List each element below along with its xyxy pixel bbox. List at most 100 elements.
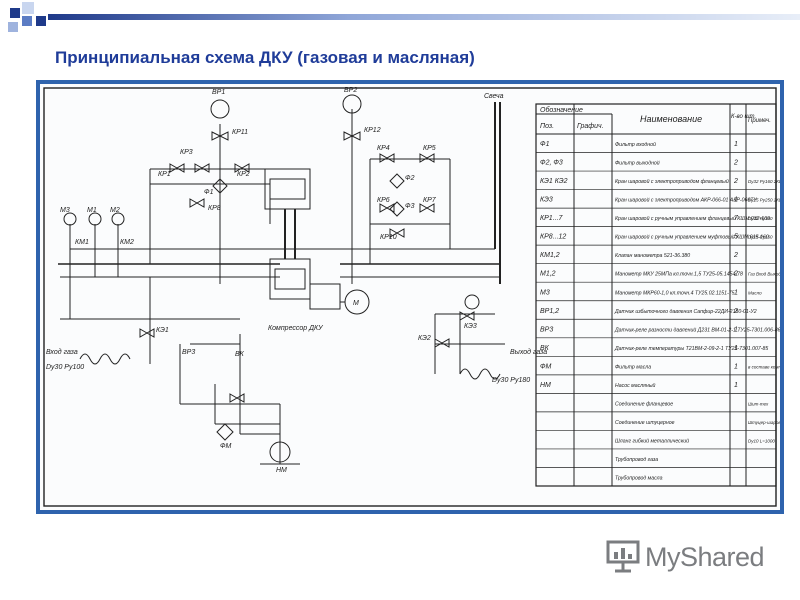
label-gas-in-spec: Dу30 Ру100 [46,364,84,371]
label-kp10: КР10 [380,234,397,241]
table-cell-pos: ВР3 [540,326,553,333]
table-cell-name: Фильтр входной [615,141,656,148]
table-cell-qty: 2 [733,160,738,167]
label-kp7: КР7 [423,197,437,204]
table-cell-name: Датчик избыточного давления Сапфир-22ДИ-… [614,309,757,315]
table-cell-name: Шланг гибкий металлический [615,437,689,444]
table-cell-pos: М1,2 [540,271,556,278]
label-ke3: КЭ3 [464,323,477,330]
presentation-board-icon [606,540,640,573]
table-header-graph: Графич. [577,123,604,130]
label-bp3: ВР3 [182,349,195,356]
table-cell-name: Соединение штуцерное [615,420,675,426]
table-cell-pos: КР8...12 [540,234,566,241]
table-cell-qty: 2 [733,271,738,278]
schematic-drawing: ВР1 ВР2 Свеча КР11 КР12 КР1 КР2 КР3 КР8 … [43,87,780,507]
label-km1: КМ1 [75,239,89,246]
table-cell-pos: КЭ1 КЭ2 [540,178,568,185]
table-cell-pos: Ф2, Ф3 [540,160,563,167]
label-nm: НМ [276,467,287,474]
table-cell-qty: 1 [734,382,738,389]
label-bk: ВК [235,351,245,358]
table-cell-qty: 5 [734,234,738,241]
table-cell-name: Фильтр масла [615,364,651,370]
table-cell-name: Трубопровод газа [615,457,658,463]
label-f2: Ф2 [405,175,415,182]
label-kp2: КР2 [237,171,250,178]
label-kp5: КР5 [423,145,436,152]
table-cell-pos: КЭ3 [540,197,553,204]
table-header-pos: Поз. [540,123,554,130]
table-cell-name: Манометр МКР60-1,0 кл.точн.4 ТУ25.02.115… [615,290,735,296]
label-kp1: КР1 [158,171,171,178]
label-kp12: КР12 [364,127,381,134]
label-m1: М1 [87,207,97,214]
table-cell-pos: М3 [540,289,550,296]
label-ke2: КЭ2 [418,335,431,342]
table-cell-name: Кран шаровой с ручным управлением фланце… [615,215,770,222]
table-cell-note: Dу32 Ру160 2КВ [748,179,780,184]
table-cell-qty: 7 [734,215,739,222]
table-cell-qty: 1 [734,363,738,370]
table-cell-name: Насос масляный [615,382,656,389]
label-f1: Ф1 [204,189,214,196]
label-gas-in: Вход газа [46,348,78,356]
diagram-frame: ВР1 ВР2 Свеча КР11 КР12 КР1 КР2 КР3 КР8 … [36,80,784,514]
table-cell-pos: НМ [540,382,551,389]
table-cell-note: в составе компрессора [748,364,780,369]
label-m2: М2 [110,207,120,214]
label-motor: М [353,300,359,307]
table-header-designation: Обозначение [540,106,583,114]
label-compressor: Компрессор ДКУ [268,325,324,332]
table-cell-qty: 2 [733,178,738,185]
label-kp4: КР4 [377,145,390,152]
label-ke1: КЭ1 [156,327,169,334]
table-cell-pos: ВР1,2 [540,308,559,315]
table-header-qty: К-во шт. [731,114,756,120]
table-cell-qty: 1 [734,345,738,352]
table-cell-pos: КР1...7 [540,215,564,222]
schematic-sheet: ВР1 ВР2 Свеча КР11 КР12 КР1 КР2 КР3 КР8 … [40,84,780,510]
table-header-name: Наименование [640,114,702,124]
label-svecha: Свеча [484,93,504,100]
label-kp6: КР6 [377,197,390,204]
table-cell-pos: ВК [540,345,550,352]
label-f3: Ф3 [405,203,415,210]
label-kp11: КР11 [232,129,248,136]
slide-title: Принципиальная схема ДКУ (газовая и масл… [55,48,475,67]
corner-squares-decoration [8,2,46,32]
table-cell-name: Фильтр выходной [615,160,660,167]
table-header-note: Примеч. [748,118,771,124]
label-kp8: КР8 [208,205,221,212]
header-rule [48,14,800,20]
label-bp2: ВР2 [344,87,357,94]
table-cell-pos: КМ1,2 [540,252,560,259]
table-cell-note: Штуцер-шаровой [748,419,780,425]
table-cell-pos: ФМ [540,363,551,370]
table-cell-note: Масло [748,290,762,295]
table-cell-note: Dу32 Ру160 [748,216,773,221]
myshared-logo: MyShared [605,536,775,576]
label-km2: КМ2 [120,239,134,246]
table-cell-qty: 1 [734,141,738,148]
table-cell-name: Кран шаровой с ручным управлением муфтов… [615,234,769,241]
table-cell-qty: 2 [733,252,738,259]
table-cell-name: Датчик-реле температуры Т21ВМ-2-09-2-1 Т… [614,346,768,352]
label-bp1: ВР1 [212,89,225,96]
table-cell-name: Кран шаровой с электроприводом АКР-066-0… [615,197,757,204]
table-cell-qty: 2 [733,308,738,315]
label-m3: М3 [60,207,70,214]
table-cell-name: Трубопровод масла [615,476,663,482]
table-cell-note: Dу15 Ру250 2КВ [748,198,780,203]
table-cell-name: Датчик-реле разности давлений Д231 ВМ-01… [614,326,780,333]
label-fm: ФМ [220,443,231,450]
label-gas-out: Выход газа [510,348,547,356]
table-cell-pos: Ф1 [540,141,550,148]
table-cell-qty: 1 [734,326,738,333]
table-cell-note: Газ Вход Выход [748,272,780,277]
table-cell-qty: 1 [734,197,738,204]
table-cell-name: Манометр МКУ 25МПа кл.точн.1,5 ТУ25-05.1… [615,272,743,278]
table-cell-note: Шит-тех [748,401,769,406]
table-cell-name: Клапан манометра 521-36.380 [615,253,690,259]
table-cell-qty: 1 [734,289,738,296]
